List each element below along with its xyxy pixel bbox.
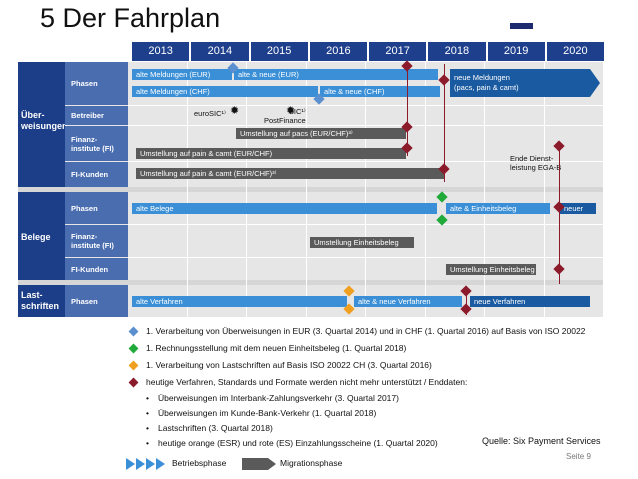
section-belege: Belege — [18, 192, 65, 280]
section-ueberweisungen: Über- weisungen — [18, 62, 68, 187]
row-divider — [128, 224, 603, 225]
legend-item: 1. Rechnungsstellung mit dem neuen Einhe… — [146, 343, 407, 353]
section-lastschriften: Last- schriften — [18, 285, 65, 317]
label-ende-dienstleistung: Ende Dienst- leistung EGA-B — [510, 154, 562, 172]
bar-alte-meldungen-chf: alte Meldungen (CHF) — [132, 86, 318, 97]
year-2016: 2016 — [309, 42, 367, 61]
year-divider — [544, 62, 545, 317]
legend-item: 1. Verarbeitung von Lastschriften auf Ba… — [146, 360, 432, 370]
row-divider — [128, 257, 603, 258]
row-finanzinstitute: Finanz- institute (FI) — [65, 225, 128, 257]
migration-bar-icon — [242, 458, 268, 470]
legend-green-diamond-icon — [128, 343, 139, 354]
bullet-item: heutige orange (ESR) und rote (ES) Einza… — [158, 438, 438, 448]
source-note: Quelle: Six Payment Services — [482, 436, 601, 446]
bar-umstellung-pain-kunden: Umstellung auf pain & camt (EUR/CHF)³⁾ — [136, 168, 444, 179]
row-phasen: Phasen — [65, 285, 128, 317]
enddate-line — [559, 144, 560, 284]
year-divider — [484, 62, 485, 317]
star-icon: ✹ — [286, 105, 296, 117]
bullet-dot: • — [146, 423, 149, 433]
legend-betriebsphase: Betriebsphase — [172, 458, 227, 468]
bar-alte-verfahren: alte Verfahren — [132, 296, 347, 307]
arrow-head — [590, 69, 600, 97]
bar-umstellung-einheitsbeleg-kunden: Umstellung Einheitsbeleg — [446, 264, 536, 275]
year-divider — [425, 62, 426, 317]
bar-alte-belege: alte Belege — [132, 203, 437, 214]
bullet-dot: • — [146, 408, 149, 418]
year-2014: 2014 — [191, 42, 249, 61]
bullet-item: Überweisungen im Kunde-Bank-Verkehr (1. … — [158, 408, 377, 418]
year-2013: 2013 — [132, 42, 190, 61]
year-2020: 2020 — [546, 42, 604, 61]
year-divider — [365, 62, 366, 317]
label-eurosic: euroSIC¹⁾ — [194, 109, 226, 118]
bar-alte-neue-eur: alte & neue (EUR) — [234, 69, 438, 80]
star-icon: ✹ — [230, 105, 240, 117]
row-divider — [128, 161, 603, 162]
row-fi-kunden: FI-Kunden — [65, 258, 128, 280]
row-finanzinstitute: Finanz- institute (FI) — [65, 126, 128, 161]
page-title: 5 Der Fahrplan — [40, 3, 221, 33]
logo — [510, 23, 533, 29]
year-divider — [187, 62, 188, 317]
bar-neue-verfahren: neue Verfahren — [470, 296, 590, 307]
page-number: Seite 9 — [566, 452, 591, 461]
bar-alte-einheitsbeleg: alte & Einheitsbeleg — [446, 203, 550, 214]
year-header: 2013 2014 2015 2016 2017 2018 2019 2020 — [132, 42, 604, 61]
chevron-blue-icon — [136, 458, 145, 470]
row-betreiber: Betreiber — [65, 106, 128, 125]
row-fi-kunden: FI-Kunden — [65, 162, 128, 187]
legend-orange-diamond-icon — [128, 360, 139, 371]
bullet-item: Überweisungen im Interbank-Zahlungsverke… — [158, 393, 399, 403]
bar-alte-neue-chf: alte & neue (CHF) — [320, 86, 440, 97]
bar-umstellung-einheitsbeleg-fi: Umstellung Einheitsbeleg — [310, 237, 414, 248]
enddate-line — [407, 64, 408, 156]
legend-item: 1. Verarbeitung von Überweisungen in EUR… — [146, 326, 586, 336]
year-2015: 2015 — [250, 42, 308, 61]
bullet-dot: • — [146, 393, 149, 403]
row-divider — [128, 125, 603, 126]
label-sic-postfinance: SIC¹⁾ PostFinance — [264, 107, 306, 125]
year-2019: 2019 — [487, 42, 545, 61]
timeline-grid: Über- weisungen Belege Last- schriften P… — [18, 60, 603, 317]
bullet-dot: • — [146, 438, 149, 448]
legend-blue-diamond-icon — [128, 326, 139, 337]
legend-migrationsphase: Migrationsphase — [280, 458, 343, 468]
bar-neuer: neuer — [560, 203, 596, 214]
row-divider — [128, 105, 603, 106]
chevron-blue-icon — [146, 458, 155, 470]
year-divider — [306, 62, 307, 317]
bar-neue-meldungen: neue Meldungen (pacs, pain & camt) — [450, 69, 590, 97]
row-phasen: Phasen — [65, 62, 128, 105]
migration-arrow-icon — [268, 458, 276, 470]
chevron-blue-icon — [126, 458, 135, 470]
legend-item: heutige Verfahren, Standards und Formate… — [146, 377, 468, 387]
bar-alte-meldungen-eur: alte Meldungen (EUR) — [132, 69, 232, 80]
year-divider — [246, 62, 247, 317]
bullet-item: Lastschriften (3. Quartal 2018) — [158, 423, 273, 433]
bar-umstellung-pain-fi: Umstellung auf pain & camt (EUR/CHF) — [136, 148, 406, 159]
bar-umstellung-pacs: Umstellung auf pacs (EUR/CHF)³⁾ — [236, 128, 406, 139]
enddate-line — [444, 64, 445, 182]
year-2018: 2018 — [428, 42, 486, 61]
row-phasen: Phasen — [65, 192, 128, 224]
enddate-line — [466, 289, 467, 315]
year-2017: 2017 — [369, 42, 427, 61]
bar-alte-neue-verfahren: alte & neue Verfahren — [354, 296, 462, 307]
legend-red-diamond-icon — [128, 377, 139, 388]
chevron-blue-icon — [156, 458, 165, 470]
